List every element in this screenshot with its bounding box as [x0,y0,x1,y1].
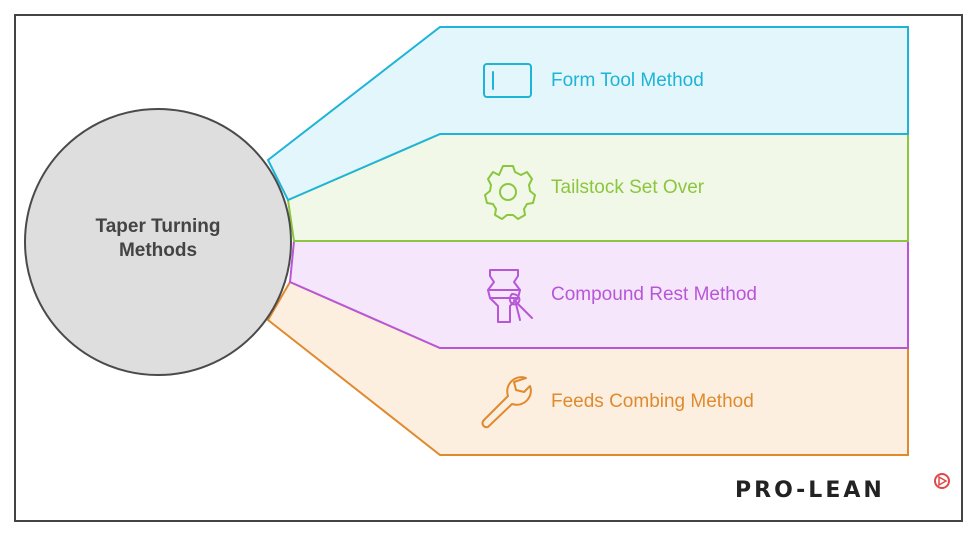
hub-circle [24,108,292,376]
gear-icon [484,165,536,220]
branch-label-form-tool: Form Tool Method [551,70,704,91]
pro-lean-logo: PRO-LEAN [735,478,885,503]
wrench-icon [481,376,532,429]
diagram-frame [14,14,963,522]
hub-title-line1: Taper Turning [95,216,221,237]
branch-label-feeds-combing: Feeds Combing Method [551,391,754,412]
vase-brush-icon [487,269,533,323]
branch-label-tailstock: Tailstock Set Over [551,177,705,198]
registered-mark-icon [934,473,950,489]
branch-label-compound-rest: Compound Rest Method [551,284,757,305]
form-tool-icon [483,63,532,98]
branch-band-form-tool [266,26,909,202]
hub-title: Taper Turning Methods [60,215,256,263]
hub-title-line2: Methods [118,240,198,261]
branch-band-compound-rest [288,240,909,349]
